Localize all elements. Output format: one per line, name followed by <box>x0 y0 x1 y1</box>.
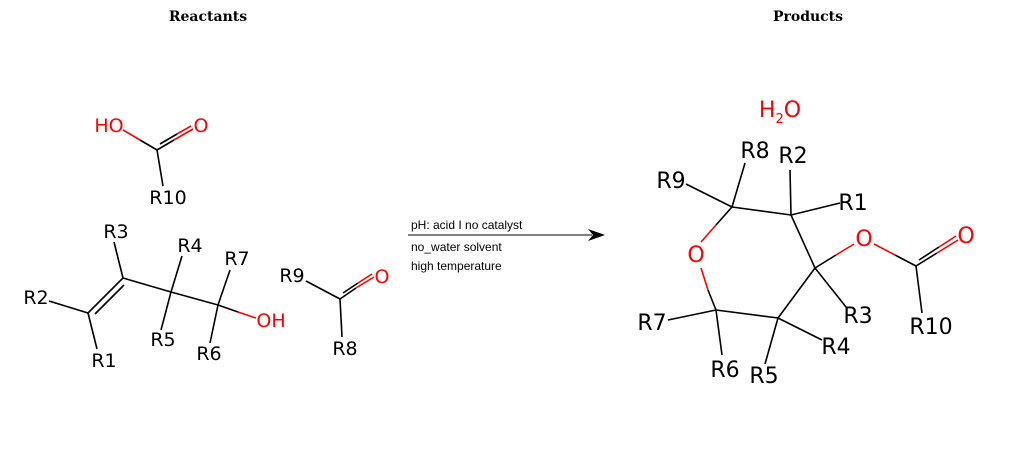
r4-label: R4 <box>177 235 202 257</box>
bond <box>777 317 823 341</box>
bond <box>355 276 375 289</box>
bond <box>217 304 239 313</box>
bond <box>814 254 837 269</box>
bond <box>685 183 733 208</box>
r9-label: R9 <box>279 265 304 287</box>
bond <box>764 317 779 365</box>
r8-label: R8 <box>332 338 357 360</box>
r4-label: R4 <box>821 335 850 360</box>
condition-temperature: high temperature <box>411 259 502 273</box>
hydroxyl-label: HO <box>94 115 123 137</box>
bond <box>700 267 709 291</box>
bond <box>700 224 717 243</box>
bond <box>915 265 923 314</box>
product-tetrahydropyran-ester: O O O R9 R8 R2 R1 R3 R4 R5 R6 R7 R10 <box>637 139 974 389</box>
bond <box>159 133 178 145</box>
bond <box>156 139 175 151</box>
reactant-carbonyl: R9 O R8 <box>279 265 389 360</box>
ring-oxygen-label: O <box>687 243 704 268</box>
bond <box>339 298 343 338</box>
bond <box>667 309 717 321</box>
carbonyl-oxygen-label: O <box>375 266 390 288</box>
hydroxyl-label: OH <box>256 310 285 332</box>
r7-label: R7 <box>224 248 249 270</box>
bond <box>156 149 164 187</box>
water-label: H2O <box>759 98 801 127</box>
reaction-arrow <box>408 229 605 241</box>
bond <box>122 129 141 141</box>
r3-label: R3 <box>843 304 872 329</box>
bond <box>777 267 816 319</box>
r6-label: R6 <box>710 358 739 383</box>
condition-ph: pH: acid I no catalyst <box>411 218 523 232</box>
bond <box>894 254 917 267</box>
r8-label: R8 <box>740 139 769 164</box>
bond <box>814 267 847 308</box>
products-header: Products <box>773 9 843 25</box>
r9-label: R9 <box>656 169 685 194</box>
bond <box>715 309 779 319</box>
r3-label: R3 <box>103 221 128 243</box>
r10-label: R10 <box>149 187 186 209</box>
bond <box>176 125 192 135</box>
bond <box>790 214 816 269</box>
r2-label: R2 <box>778 144 807 169</box>
bond <box>357 273 373 284</box>
bond <box>731 206 792 216</box>
reactant-homoallylic-alcohol: R2 R1 R3 R4 R5 R7 R6 OH <box>23 221 285 372</box>
r5-label: R5 <box>749 364 778 389</box>
bond <box>305 280 341 300</box>
ester-oxygen-label: O <box>855 227 872 252</box>
reactant-carboxylic-acid: HO O R10 <box>94 115 208 209</box>
bond <box>790 202 841 216</box>
bond <box>915 252 938 267</box>
bond <box>173 128 194 141</box>
bond <box>209 304 219 344</box>
bond <box>113 241 124 279</box>
r10-label: R10 <box>909 315 952 340</box>
r2-label: R2 <box>23 287 48 309</box>
bond <box>835 243 855 256</box>
reactants-header: Reactants <box>169 9 247 25</box>
bond <box>87 312 98 350</box>
bond <box>342 282 359 294</box>
bond <box>139 139 158 151</box>
bond <box>170 291 219 306</box>
bond <box>789 169 792 216</box>
bond <box>160 291 172 331</box>
carbonyl-oxygen-label: O <box>957 224 974 249</box>
bond <box>938 235 957 248</box>
r7-label: R7 <box>637 311 666 336</box>
r5-label: R5 <box>150 329 175 351</box>
bond <box>87 277 124 314</box>
bond <box>918 246 940 261</box>
bond <box>48 300 89 314</box>
bond <box>170 255 183 293</box>
bond <box>873 243 896 256</box>
r6-label: R6 <box>196 343 221 365</box>
bond <box>715 309 723 356</box>
bond <box>707 289 717 311</box>
bond <box>237 311 257 319</box>
bond <box>339 287 357 300</box>
r1-label: R1 <box>838 191 867 216</box>
bond <box>122 277 172 293</box>
condition-solvent: no_water solvent <box>411 240 502 254</box>
r1-label: R1 <box>91 350 116 372</box>
carbonyl-oxygen-label: O <box>194 115 209 137</box>
bond <box>936 239 959 254</box>
bond <box>217 269 231 306</box>
bond <box>94 284 125 315</box>
bond <box>731 162 746 208</box>
bond <box>715 206 733 226</box>
